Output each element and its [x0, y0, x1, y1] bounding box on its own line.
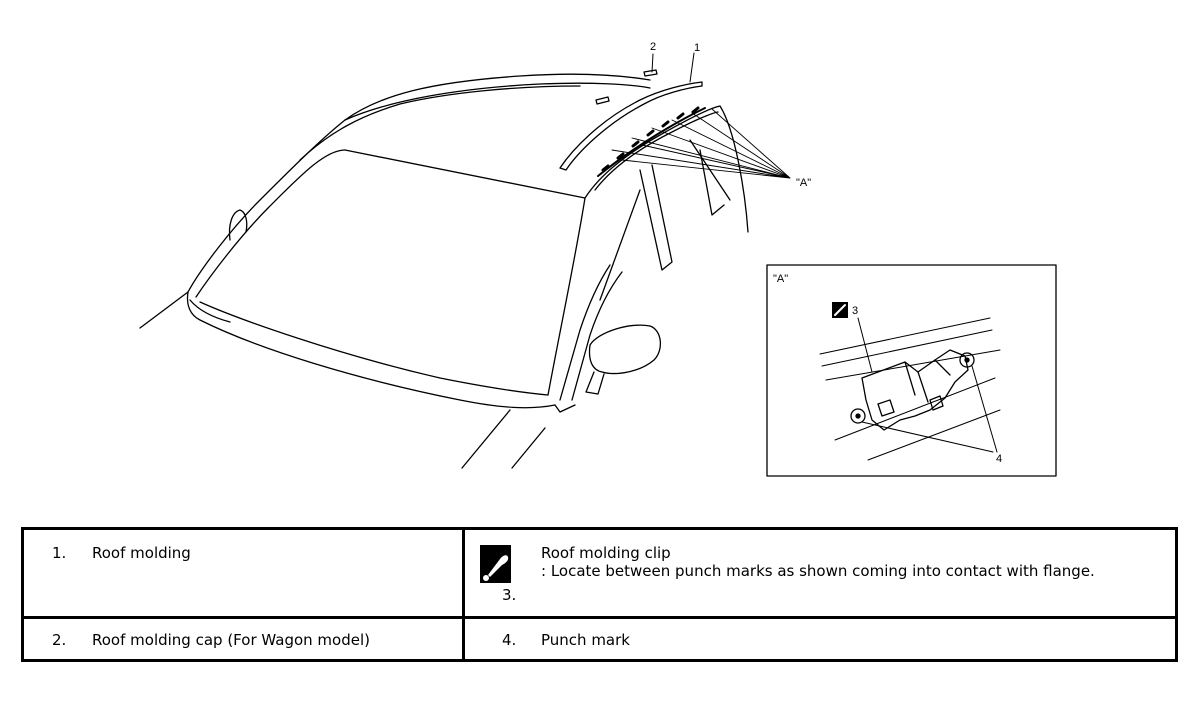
- rear-door-edge: [689, 139, 731, 201]
- clip-marks: [601, 106, 700, 172]
- right-mirror: [588, 324, 661, 375]
- callout-4: 4: [996, 453, 1002, 465]
- clip-tool-icon: [480, 545, 511, 583]
- column-divider: [462, 530, 465, 659]
- left-mirror: [228, 209, 248, 241]
- fender-line: [461, 409, 511, 469]
- legend-item-1: 1. Roof molding: [24, 530, 462, 616]
- callout-3-leader: [857, 317, 873, 373]
- a-pillar-right: [547, 197, 586, 396]
- door-frame-upper: [584, 105, 749, 233]
- roof-inner-line: [344, 82, 651, 121]
- callout-2-leader: [651, 53, 654, 73]
- legend-label: Roof molding clip: [541, 544, 671, 562]
- molding-cap-shape: [643, 69, 658, 77]
- detail-view-box: [766, 264, 1057, 477]
- legend-item-4: 4. Punch mark: [465, 619, 1175, 659]
- clip-feet: [877, 395, 944, 417]
- fender-line: [511, 427, 546, 469]
- roof-molding-diagram: 2 1 "A" "A" 3 4: [139, 41, 1057, 477]
- flange-lines-lower: [834, 377, 1001, 461]
- punch-mark-right: [959, 352, 975, 368]
- legend-number: 3.: [502, 586, 517, 604]
- legend-label: Roof molding: [92, 544, 191, 562]
- door-window-edge: [599, 189, 641, 301]
- roof-molding-shape: [559, 81, 703, 171]
- door-sill: [554, 404, 576, 413]
- cowl-edge: [189, 299, 231, 323]
- roof-edge-front: [187, 73, 651, 293]
- callout-1: 1: [694, 42, 700, 54]
- detail-view-title: "A": [773, 273, 788, 285]
- legend-note: : Locate between punch marks as shown co…: [541, 562, 1095, 580]
- door-frame-inner: [594, 111, 719, 191]
- windshield-top: [344, 149, 586, 199]
- legend-number: 2.: [52, 631, 67, 649]
- roof-rail-line: [299, 85, 581, 161]
- callout-3: 3: [852, 305, 858, 317]
- row-divider: [24, 616, 1175, 619]
- punch-mark-left: [850, 408, 866, 424]
- view-a-label: "A": [796, 177, 811, 189]
- b-pillar: [639, 164, 673, 271]
- mirror-stalk: [585, 371, 605, 395]
- front-door-inner: [571, 271, 623, 401]
- callout-1-leader: [689, 52, 695, 83]
- callout-2: 2: [650, 41, 656, 53]
- legend-number: 1.: [52, 544, 67, 562]
- clip-details: [904, 359, 951, 403]
- cowl-line: [186, 291, 556, 409]
- rear-window-frame: [699, 149, 725, 216]
- legend-number: 4.: [502, 631, 517, 649]
- legend-label: Roof molding cap (For Wagon model): [92, 631, 370, 649]
- molding-clip: [861, 349, 969, 431]
- punch-mark-right-center: [964, 357, 970, 363]
- legend-table: 1. Roof molding 3. Roof molding clip : L…: [21, 527, 1178, 662]
- punch-mark-left-center: [855, 413, 861, 419]
- molding-slot: [595, 96, 610, 105]
- windshield-bottom: [199, 301, 549, 396]
- legend-item-2: 2. Roof molding cap (For Wagon model): [24, 619, 462, 659]
- callout-4-leaders: [861, 365, 998, 453]
- a-pillar-left: [195, 149, 346, 298]
- hood-line: [139, 291, 189, 329]
- front-door-edge: [559, 264, 611, 401]
- view-a-leaders: [611, 108, 791, 179]
- clip-tool-icon: [832, 302, 848, 318]
- legend-label: Punch mark: [541, 631, 630, 649]
- car-roof-illustration: 2 1 "A" "A" 3 4: [139, 41, 1057, 477]
- legend-item-3: 3. Roof molding clip : Locate between pu…: [465, 530, 1175, 616]
